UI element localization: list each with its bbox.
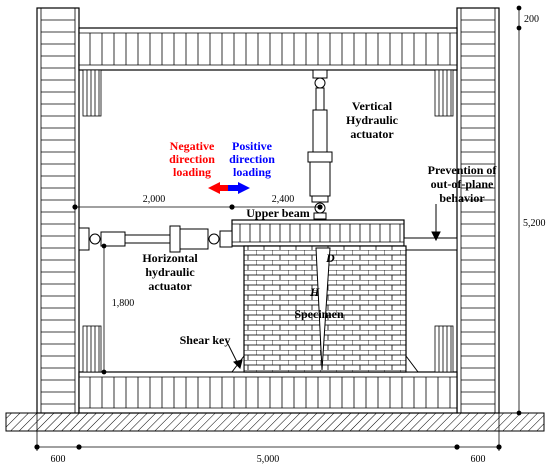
dim-1800: 1,800 [112,298,135,309]
vertical-actuator-label-2: Hydraulic [346,113,399,127]
upper-beam-stiffeners [239,224,401,242]
negative-direction-arrow [208,182,230,194]
dim-200: 200 [524,14,539,25]
d-symbol: D [325,251,335,265]
dim-600-right: 600 [471,454,486,464]
prevention-label-1: Prevention of [428,163,498,177]
left-column-stiffeners [41,19,75,405]
negative-label-3: loading [173,165,211,179]
dim-5000: 5,000 [257,454,280,464]
horizontal-actuator [78,225,233,253]
prevention-label-2: out-of-plane [431,177,494,191]
right-column [456,7,500,414]
vertical-actuator [307,69,333,220]
out-of-plane-restraint [403,237,458,251]
specimen-label: Specimen [294,307,344,321]
positive-label-3: loading [233,165,271,179]
top-beam [78,27,458,71]
prevention-label-3: behavior [439,191,485,205]
upper-beam [231,219,405,247]
diagonal-crack-wedge [315,247,331,371]
bottom-beam-stiffeners [89,377,451,408]
positive-label-2: direction [229,152,275,166]
dimension-lines [34,5,522,451]
horizontal-actuator-label-3: actuator [148,279,192,293]
leader-lines [227,204,441,369]
bottom-beam [78,371,458,414]
horizontal-actuator-label-2: hydraulic [145,265,195,279]
dim-2400: 2,400 [272,194,295,205]
right-column-stiffeners [461,19,495,405]
dim-5200: 5,200 [523,218,546,229]
dim-600-left: 600 [51,454,66,464]
positive-direction-arrow [228,182,250,194]
upper-beam-label: Upper beam [246,206,309,220]
ground-slab [5,412,545,432]
masonry-specimen [231,245,419,373]
shear-key-label: Shear key [180,333,231,347]
top-beam-stiffeners [89,33,451,65]
negative-label-1: Negative [170,139,215,153]
h-symbol: H [309,285,320,299]
left-column [36,7,80,414]
dim-2000: 2,000 [143,194,166,205]
vertical-actuator-label-3: actuator [350,127,394,141]
gusset-plates [82,69,454,373]
positive-label-1: Positive [232,139,273,153]
negative-label-2: direction [169,152,215,166]
horizontal-actuator-label-1: Horizontal [142,251,198,265]
vertical-actuator-label-1: Vertical [352,99,393,113]
